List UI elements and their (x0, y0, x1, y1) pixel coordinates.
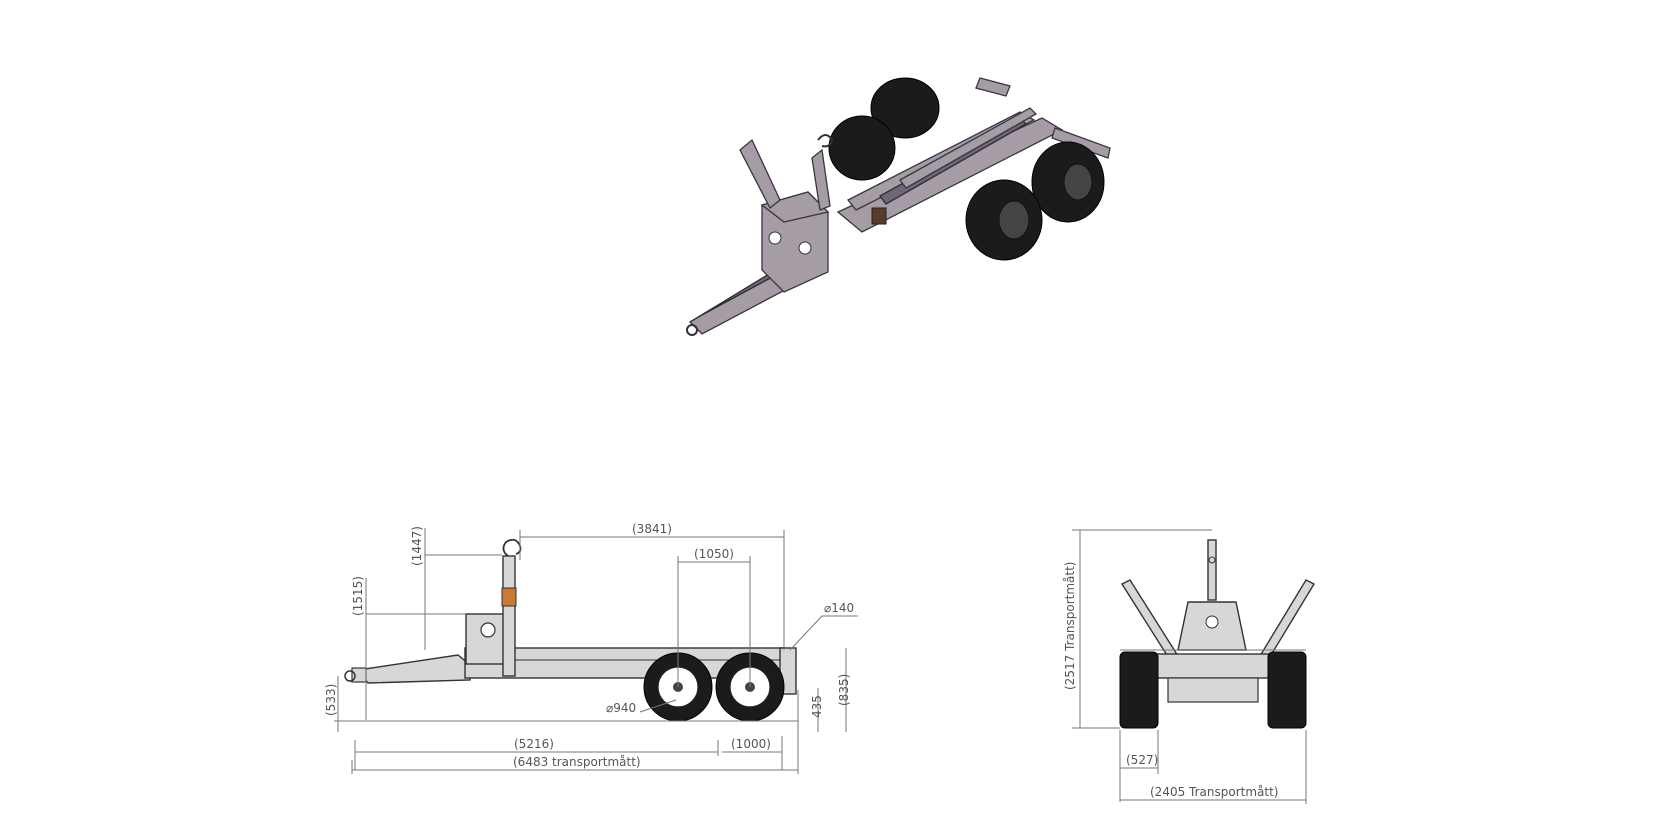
dim-2405: (2405 Transportmått) (1150, 785, 1278, 799)
iso-stanchion-right (811, 148, 831, 211)
isometric-view (686, 77, 1111, 336)
iso-crane-base-top (760, 191, 830, 223)
side-drawbar (356, 654, 471, 684)
dim-527: (527) (1126, 753, 1158, 767)
iso-cylinder-2 (899, 107, 1038, 189)
dim-3841: (3841) (632, 522, 672, 536)
side-hitch-eye (344, 670, 356, 682)
iso-rear-bumper (1051, 127, 1111, 159)
dim-1447: (1447) (410, 526, 424, 566)
iso-hitch-eye (686, 324, 698, 336)
side-view: (3841) (1050) (1447) (1515) ⌀140 (835) 4… (324, 522, 858, 774)
iso-tyre-rear-left (870, 77, 940, 139)
side-warning-lamp (501, 587, 517, 607)
iso-warning-lamp (871, 207, 887, 225)
dim-140: ⌀140 (824, 601, 854, 615)
rear-stanchion-left (1120, 579, 1180, 661)
dim-1515: (1515) (351, 576, 365, 616)
dim-5216: (5216) (514, 737, 554, 751)
side-stanchion-post (502, 555, 516, 677)
rear-tyre-left (1119, 651, 1159, 729)
rear-view: (2517 Transportmått) (527) (2405 Transpo… (1063, 529, 1315, 804)
iso-stanchion-left (739, 138, 781, 210)
dim-2517: (2517 Transportmått) (1063, 562, 1077, 690)
dim-435: 435 (810, 695, 824, 718)
rear-crane-post (1207, 539, 1217, 601)
dim-1000: (1000) (731, 737, 771, 751)
rear-tyre-right (1267, 651, 1307, 729)
dim-533: (533) (324, 684, 338, 716)
rear-stanchion-right (1259, 579, 1315, 661)
iso-tyre-front-left (828, 115, 896, 181)
iso-rear-bumper-left (975, 77, 1011, 97)
dim-835: (835) (837, 674, 851, 706)
dim-940: ⌀940 (606, 701, 636, 715)
dim-6483: (6483 transportmått) (513, 755, 641, 769)
dim-1050: (1050) (694, 547, 734, 561)
